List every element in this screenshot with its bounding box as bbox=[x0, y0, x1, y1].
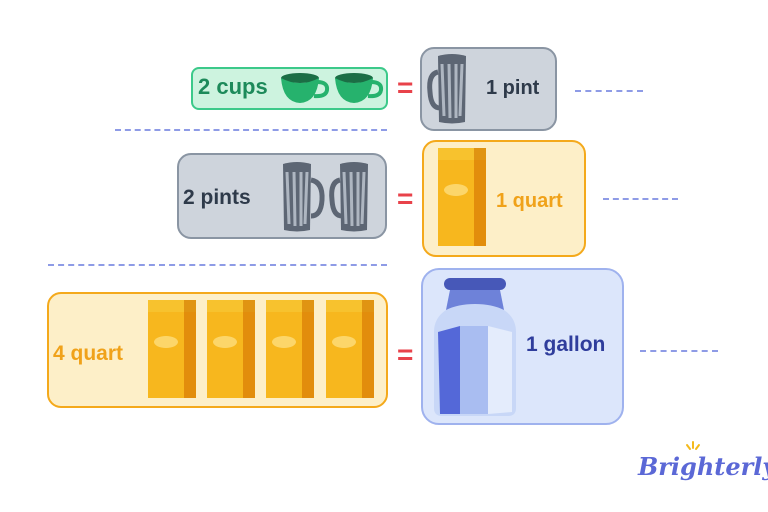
equals-sign: = bbox=[397, 183, 414, 214]
pint-label: 1 pint bbox=[486, 77, 540, 99]
cup-icon bbox=[281, 73, 330, 103]
cup-icon bbox=[335, 73, 384, 103]
milk-carton-icon bbox=[266, 300, 314, 398]
mug-icon bbox=[427, 54, 466, 124]
brighterly-logo: Brighterly bbox=[638, 452, 768, 481]
quart-label: 1 quart bbox=[496, 190, 563, 212]
quarts-label: 4 quart bbox=[53, 342, 124, 365]
dash-line bbox=[575, 90, 643, 92]
jug-icon bbox=[434, 278, 516, 416]
mug-icon bbox=[283, 162, 325, 232]
milk-carton-icon bbox=[207, 300, 255, 398]
mug-icon bbox=[329, 162, 368, 232]
dash-line bbox=[48, 264, 387, 266]
milk-carton-icon bbox=[438, 148, 486, 246]
dash-line bbox=[640, 350, 718, 352]
milk-carton-icon bbox=[148, 300, 196, 398]
pints-label: 2 pints bbox=[183, 186, 251, 209]
equals-sign: = bbox=[397, 72, 414, 103]
dash-line bbox=[603, 198, 678, 200]
equals-sign: = bbox=[397, 339, 414, 370]
milk-carton-icon bbox=[326, 300, 374, 398]
gallon-label: 1 gallon bbox=[526, 333, 606, 356]
sparkle-icon bbox=[686, 441, 700, 450]
dash-line bbox=[115, 129, 387, 131]
cups-label: 2 cups bbox=[198, 74, 268, 99]
